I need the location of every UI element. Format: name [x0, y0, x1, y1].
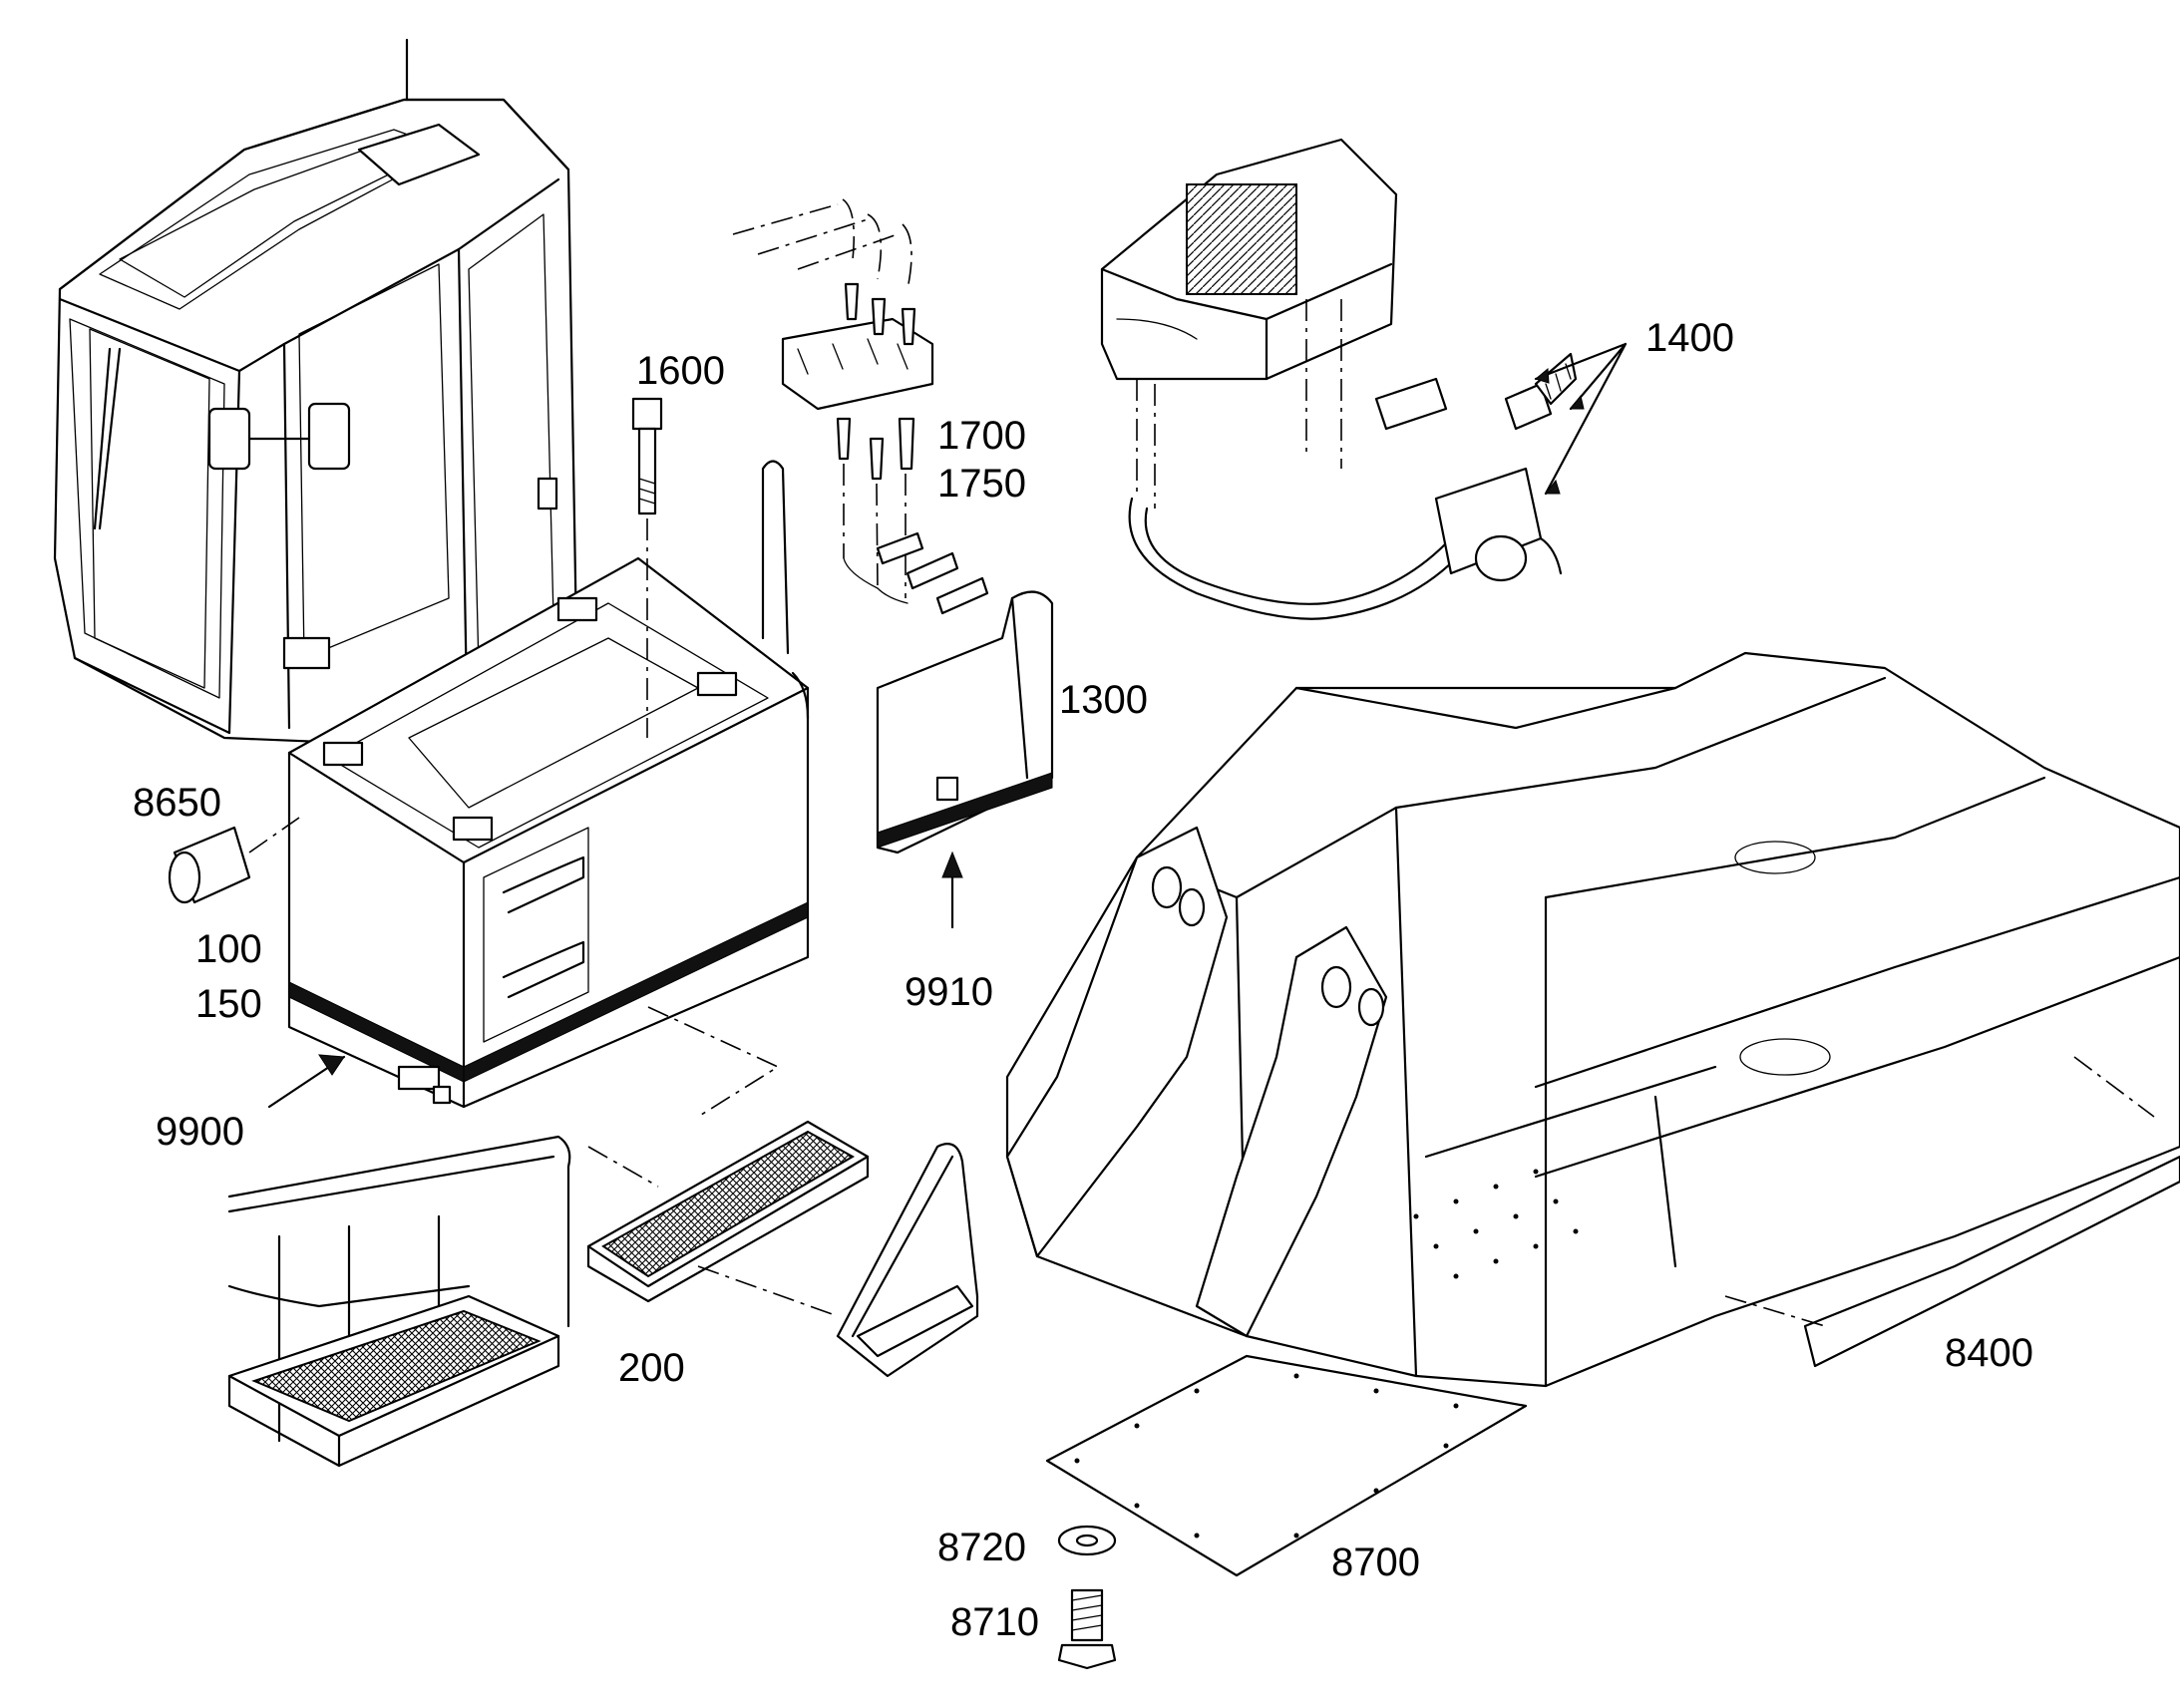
label-8650: 8650 — [133, 781, 221, 825]
bottom-plate — [1045, 1354, 1528, 1577]
cover-1300 — [876, 590, 1054, 929]
battery-box — [287, 556, 810, 1109]
frame-floor-holes — [1413, 1169, 1579, 1279]
label-9900: 9900 — [156, 1110, 244, 1154]
label-200: 200 — [618, 1346, 685, 1390]
label-8720: 8720 — [937, 1526, 1026, 1569]
label-8710: 8710 — [950, 1600, 1039, 1644]
label-1700: 1700 — [937, 414, 1026, 458]
label-1750: 1750 — [937, 462, 1026, 506]
label-8700: 8700 — [1331, 1540, 1420, 1584]
part-labels: 1600 1700 1750 1400 1300 8650 100 150 99… — [133, 316, 2033, 1644]
upper-frame — [1005, 651, 2180, 1388]
label-1400: 1400 — [1645, 316, 1734, 360]
label-1300: 1300 — [1059, 678, 1148, 722]
arrow-9900 — [267, 1054, 346, 1109]
plug-8650 — [168, 817, 300, 904]
side-panel-8400 — [1724, 1056, 2180, 1368]
bolt-8710 — [1057, 1588, 1117, 1670]
cab-heater — [1100, 138, 1628, 620]
label-8400: 8400 — [1945, 1331, 2033, 1375]
washer-8720 — [1057, 1525, 1117, 1556]
label-150: 150 — [195, 982, 262, 1026]
label-9910: 9910 — [905, 970, 993, 1014]
bolt-1600 — [631, 397, 663, 738]
label-1600: 1600 — [636, 349, 725, 393]
label-100: 100 — [195, 927, 262, 971]
terminal-block — [732, 198, 989, 615]
battery-box-handrail — [761, 460, 790, 655]
platform-200 — [227, 1120, 979, 1468]
